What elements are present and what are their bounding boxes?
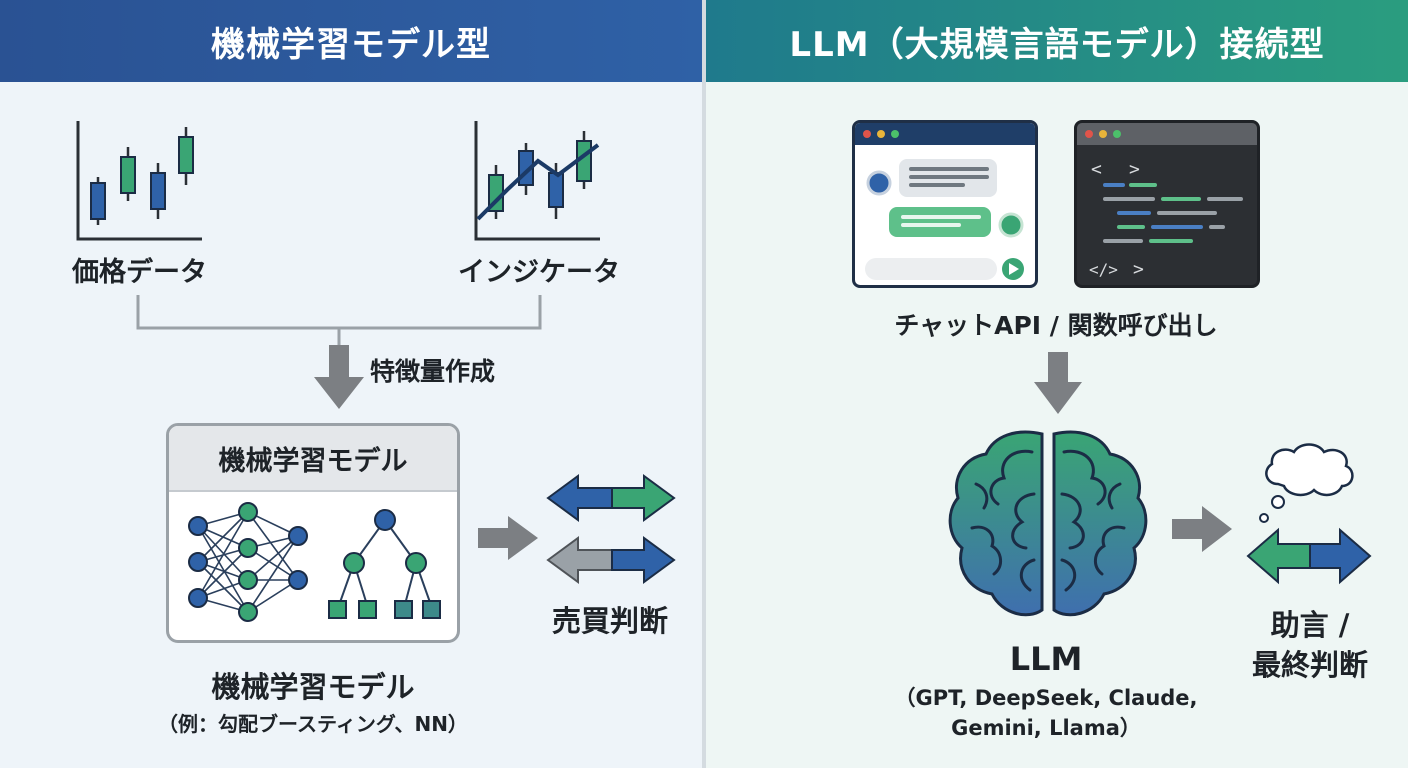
ml-model-box-title: 機械学習モデル: [169, 426, 457, 492]
down-arrow-icon-right: [1034, 352, 1082, 414]
merge-connector: [136, 295, 542, 345]
feature-engineering-label: 特徴量作成: [370, 357, 496, 386]
decision-tree-icon: [328, 509, 441, 619]
chat-api-label: チャットAPI / 関数呼び出し: [894, 311, 1218, 340]
chat-content: [865, 159, 1024, 280]
code-window-titlebar: [1077, 123, 1257, 145]
panel-divider: [702, 0, 706, 768]
chat-window-icon: [852, 120, 1038, 288]
indicator-chart-icon: [474, 121, 600, 241]
advice-label-line2: 最終判断: [1251, 648, 1369, 682]
ml-model-panel: 機械学習モデル型 価格データ インジケータ 特徴量作成 機械: [0, 0, 702, 768]
svg-text:<: <: [1091, 159, 1102, 180]
ml-model-examples: （例：勾配ブースティング、NN）: [158, 712, 468, 736]
svg-text:</>: </>: [1089, 260, 1118, 279]
llm-examples-line1: （GPT, DeepSeek, Claude,: [894, 686, 1198, 710]
price-data-label: 価格データ: [72, 257, 207, 288]
ml-model-caption: 機械学習モデル: [211, 670, 415, 704]
svg-text:>: >: [1133, 259, 1144, 280]
code-content: < > </> >: [1089, 159, 1243, 280]
buy-sell-decision-label: 売買判断: [552, 604, 669, 638]
ml-panel-title: 機械学習モデル型: [211, 24, 491, 65]
advice-label-line1: 助言 /: [1270, 608, 1350, 642]
double-arrow-icon: [1246, 527, 1372, 585]
ml-panel-header: 機械学習モデル型: [0, 0, 702, 82]
candlestick-chart-icon: [76, 121, 202, 241]
swap-arrows-icon: [546, 474, 676, 584]
llm-panel-header: LLM（大規模言語モデル）接続型: [706, 0, 1408, 82]
thought-bubble-icon: [1259, 443, 1354, 523]
code-window-icon: < > </> >: [1074, 120, 1260, 288]
indicator-label: インジケータ: [458, 257, 620, 288]
brain-icon: [948, 430, 1148, 617]
neural-network-icon: [188, 502, 308, 622]
llm-label: LLM: [1009, 640, 1083, 678]
llm-panel-title: LLM（大規模言語モデル）接続型: [789, 24, 1325, 65]
down-arrow-icon: [314, 345, 364, 409]
llm-examples-line2: Gemini, Llama）: [951, 716, 1141, 740]
right-arrow-icon: [478, 516, 538, 560]
llm-panel: LLM（大規模言語モデル）接続型: [706, 0, 1408, 768]
right-arrow-icon-llm: [1172, 506, 1232, 552]
svg-text:>: >: [1129, 159, 1140, 180]
chat-window-titlebar: [855, 123, 1035, 145]
